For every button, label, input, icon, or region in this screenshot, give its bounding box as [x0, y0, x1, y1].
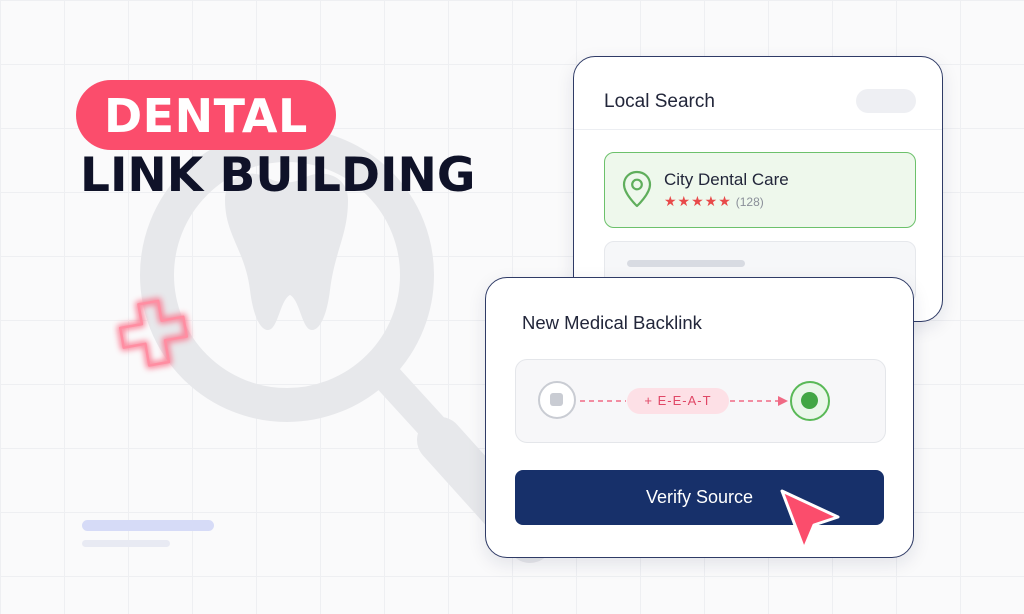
decorative-bar	[82, 520, 214, 531]
cursor-icon	[780, 489, 840, 551]
dashed-arrow	[580, 396, 788, 406]
eeat-badge: + E-E-A-T	[627, 388, 729, 414]
local-search-title: Local Search	[604, 91, 715, 112]
headline-highlight: DENTAL	[76, 80, 336, 150]
location-pin-icon	[622, 170, 652, 208]
target-node	[790, 381, 830, 421]
link-flow: + E-E-A-T	[515, 359, 886, 443]
star-icon: ★★★★★	[664, 193, 732, 209]
backlink-card: New Medical Backlink + E-E-A-T Verify So…	[485, 277, 914, 558]
decorative-bar	[82, 540, 170, 547]
review-count: (128)	[735, 195, 764, 209]
source-node	[538, 381, 576, 419]
divider	[574, 129, 942, 130]
backlink-title: New Medical Backlink	[522, 312, 702, 333]
cross-icon	[116, 297, 191, 369]
star-rating: ★★★★★(128)	[664, 193, 764, 210]
result-name: City Dental Care	[664, 170, 789, 189]
placeholder-bar	[627, 260, 745, 267]
search-result-highlighted[interactable]: City Dental Care ★★★★★(128)	[604, 152, 916, 228]
headline-line2: LINK BUILDING	[80, 148, 476, 203]
header-pill	[856, 89, 916, 113]
